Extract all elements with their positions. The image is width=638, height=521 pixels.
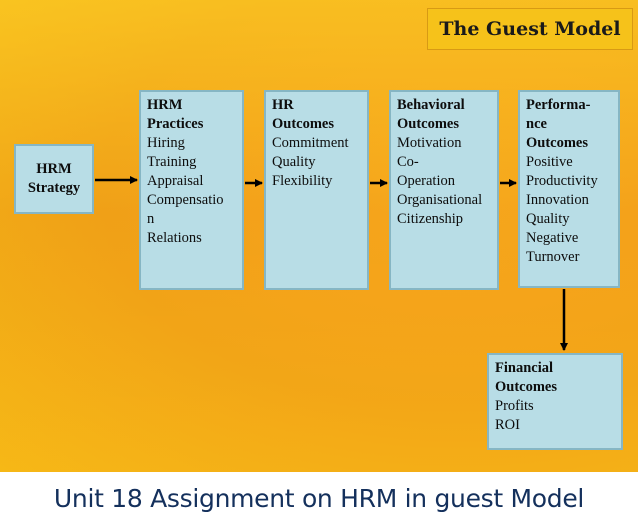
list-item: Hiring [147, 135, 185, 151]
box-heading: HRM [147, 97, 183, 113]
list-item: Operation [397, 173, 455, 189]
flow-arrows [95, 176, 568, 351]
list-item: Appraisal [147, 173, 204, 189]
performance-outcomes-box: Performa- nce Outcomes Positive Producti… [518, 90, 620, 288]
list-item: Motivation [397, 135, 462, 151]
box-heading: Practices [147, 116, 204, 132]
list-item: n [147, 211, 155, 227]
box-heading: Outcomes [272, 116, 335, 132]
box-heading: Outcomes [526, 135, 589, 151]
list-item: Compensatio [147, 192, 224, 208]
list-item: Positive [526, 154, 573, 170]
box-heading: HRM [36, 161, 72, 177]
hrm-strategy-box: HRM Strategy [14, 144, 94, 214]
hrm-practices-box: HRM Practices Hiring Training Appraisal … [139, 90, 244, 290]
list-item: ROI [495, 417, 520, 433]
box-heading: Financial [495, 360, 554, 376]
page-caption: Unit 18 Assignment on HRM in guest Model [53, 483, 585, 513]
list-item: Commitment [272, 135, 349, 151]
box-heading: Behavioral [397, 97, 465, 113]
list-item: Quality [272, 154, 316, 170]
list-item: Turnover [526, 249, 580, 265]
box-heading: Strategy [27, 180, 81, 196]
list-item: Productivity [526, 173, 598, 189]
behavioral-outcomes-box: Behavioral Outcomes Motivation Co- Opera… [389, 90, 499, 290]
list-item: Negative [526, 230, 579, 246]
list-item: Relations [147, 230, 202, 246]
box-heading: Outcomes [397, 116, 460, 132]
list-item: Flexibility [272, 173, 333, 189]
list-item: Citizenship [397, 211, 464, 227]
box-heading: HR [272, 97, 294, 113]
box-heading: nce [526, 116, 547, 132]
list-item: Quality [526, 211, 570, 227]
list-item: Innovation [526, 192, 589, 208]
slide-background: The Guest Model HRM Strategy HRM Practic… [0, 0, 638, 472]
list-item: Organisational [397, 192, 483, 208]
list-item: Co- [397, 154, 419, 170]
hr-outcomes-box: HR Outcomes Commitment Quality Flexibili… [264, 90, 369, 290]
list-item: Profits [495, 398, 534, 414]
box-heading: Outcomes [495, 379, 558, 395]
box-heading: Performa- [526, 97, 591, 113]
financial-outcomes-box: Financial Outcomes Profits ROI [487, 353, 623, 450]
diagram-title: The Guest Model [427, 8, 633, 50]
list-item: Training [147, 154, 197, 170]
